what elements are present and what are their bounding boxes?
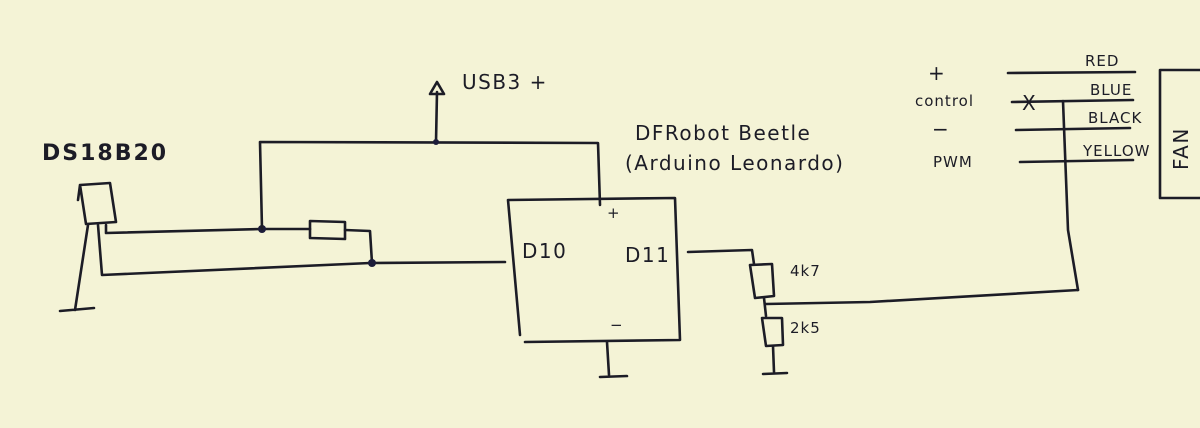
fan-wire-yellow — [1018, 158, 1135, 164]
pullup-wire — [343, 228, 374, 265]
usb-power-wire — [434, 90, 439, 144]
resistor-top-label: 4k7 — [790, 262, 821, 280]
wire-label-black: BLACK — [1088, 109, 1142, 127]
board-subtitle: (Arduino Leonardo) — [625, 151, 844, 175]
resistor-top — [748, 262, 776, 300]
fan-wire-blue — [1010, 98, 1135, 104]
fan-func-plus: + — [928, 61, 946, 85]
fan-func-pwm: PWM — [933, 153, 973, 171]
fan-wire-red — [1006, 70, 1137, 75]
fan-wire-black — [1014, 126, 1132, 132]
wire-label-red: RED — [1085, 52, 1119, 70]
board-ground — [598, 340, 629, 379]
junction-usb — [433, 139, 439, 145]
board-pin-d11: D11 — [625, 243, 670, 267]
fan-func-minus: − — [932, 117, 950, 141]
pullup-resistor — [308, 219, 347, 241]
fan-signal-wire — [1061, 99, 1080, 292]
board-pin-minus: − — [610, 316, 624, 334]
board-pin-d10: D10 — [522, 239, 567, 263]
sensor-leg-vcc — [104, 223, 312, 235]
wire-label-blue: BLUE — [1090, 81, 1132, 99]
resistor-bottom — [760, 316, 785, 348]
vcc-rail — [258, 140, 602, 231]
board-outline — [506, 196, 682, 344]
fan-func-control: control — [915, 92, 974, 110]
resistor-bottom-label: 2k5 — [790, 319, 821, 337]
wire-label-yellow: YELLOW — [1082, 142, 1150, 160]
d11-wire — [686, 248, 756, 266]
sensor-body — [76, 181, 118, 226]
divider-mid-wire — [762, 288, 1080, 318]
power-arrow-icon — [428, 80, 446, 96]
board-name: DFRobot Beetle — [635, 121, 811, 145]
divider-ground — [761, 344, 789, 376]
cut-marker: X — [1022, 91, 1037, 115]
fan-box — [1158, 68, 1200, 200]
sensor-leg-gnd — [58, 223, 96, 313]
fan-label: FAN — [1169, 127, 1193, 170]
sensor-label: DS18B20 — [42, 141, 168, 166]
power-label: USB3 + — [462, 70, 548, 94]
board-pin-plus: + — [607, 204, 621, 222]
sensor-leg-data — [96, 223, 507, 277]
junction-data — [368, 259, 376, 267]
